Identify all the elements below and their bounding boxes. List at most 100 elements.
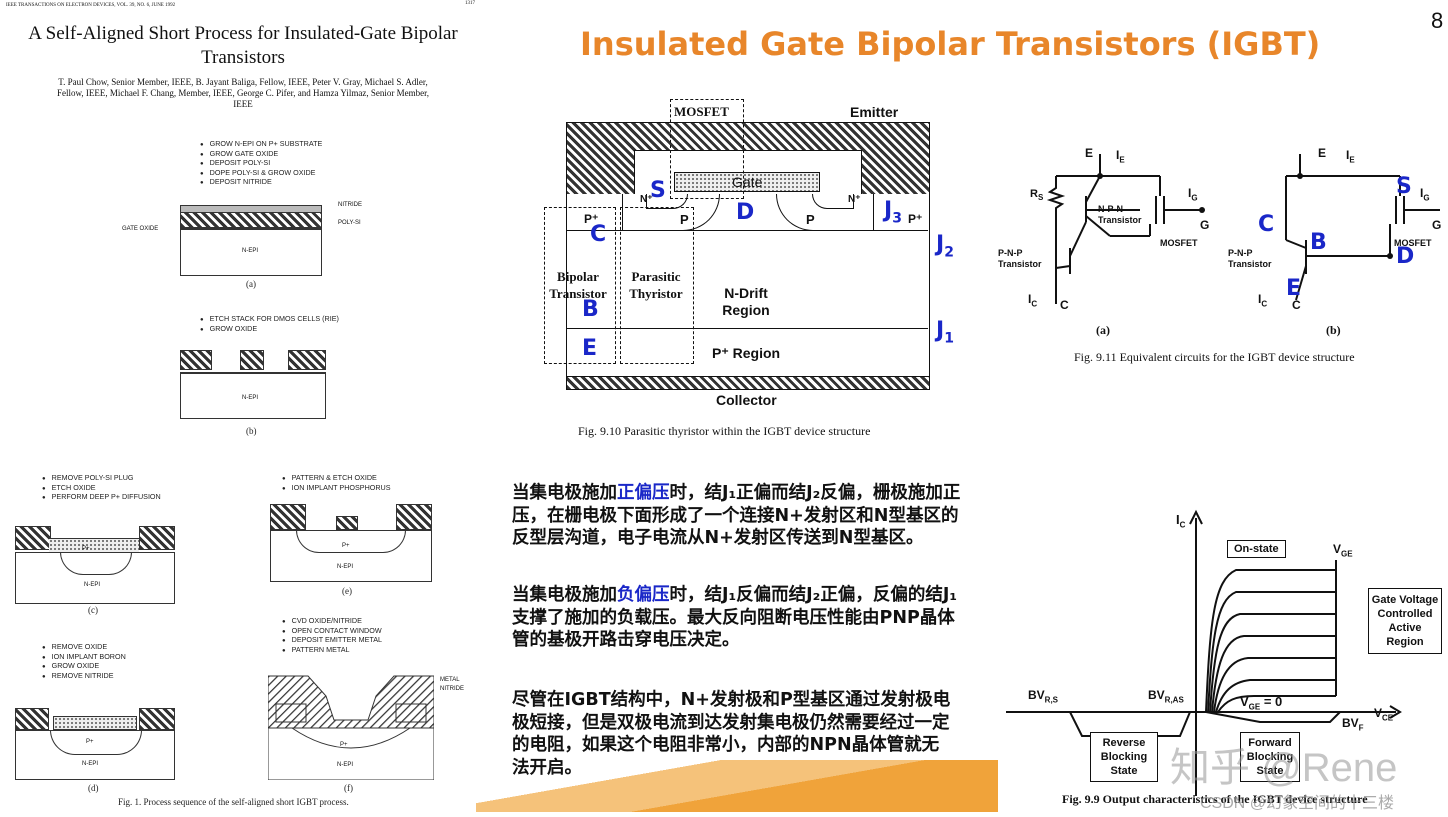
subcap-a: (a) [246, 279, 256, 289]
circuit-b-label: (b) [1326, 323, 1341, 337]
steps-e: PATTERN & ETCH OXIDEION IMPLANT PHOSPHOR… [282, 473, 391, 493]
subcap-f: (f) [344, 783, 353, 793]
watermark-zhihu: 知乎 @Rene [1170, 746, 1398, 790]
circuit-b-pnp: P-N-P Transistor [1228, 248, 1272, 269]
overlay-J1: J1 [936, 318, 954, 347]
label-nepi-e: N-EPI [337, 564, 354, 570]
gate-region-box: Gate Voltage Controlled Active Region [1368, 588, 1442, 654]
cross-section-c [15, 522, 175, 604]
bipolar-region-box [544, 207, 616, 364]
paper-title: A Self-Aligned Short Process for Insulat… [28, 23, 458, 68]
parasitic-label: Parasitic Thyristor [629, 269, 683, 301]
label-polysi: POLY-SI [338, 220, 361, 226]
description-p1: 当集电极施加正偏压时，结J₁正偏而结J₂反偏，栅极施加正压，在栅电极下面形成了一… [512, 483, 961, 548]
output-caption: Fig. 9.9 Output characteristics of the I… [1062, 792, 1368, 806]
collector-label: Collector [716, 392, 777, 408]
overlay-B: B [582, 297, 599, 322]
circuit-b-G: G [1432, 218, 1442, 232]
banner-decoration [476, 760, 998, 812]
p-left: P [680, 212, 689, 227]
circuit-a-G: G [1200, 218, 1210, 232]
pregion-label: P⁺ Region [712, 345, 781, 361]
journal-header: IEEE TRANSACTIONS ON ELECTRON DEVICES, V… [6, 3, 176, 8]
circuit-overlay-B: B [1310, 230, 1327, 255]
circuit-a-IE: IE [1116, 148, 1125, 165]
mosfet-region-box [670, 99, 744, 199]
overlay-D: D [736, 200, 755, 225]
paper-page-number: 1317 [465, 1, 475, 6]
label-nitride: NITRIDE [338, 202, 362, 208]
equivalent-circuits [1046, 154, 1440, 304]
overlay-S: S [650, 178, 666, 203]
cross-section-b [180, 350, 326, 419]
circuit-a-C: C [1060, 298, 1069, 312]
reverse-blocking-box: Reverse Blocking State [1090, 732, 1158, 782]
forward-blocking-box: Forward Blocking State [1240, 732, 1300, 782]
structure-caption: Fig. 9.10 Parasitic thyristor within the… [578, 424, 871, 438]
circuit-a-IC: IC [1028, 292, 1038, 309]
label-pplus-f: P+ [340, 742, 348, 748]
pplus-left: P⁺ [584, 212, 599, 226]
steps-d: REMOVE OXIDEION IMPLANT BORONGROW OXIDER… [42, 642, 126, 681]
nplus-left: N⁺ [640, 194, 653, 205]
circuit-a-E: E [1085, 146, 1094, 160]
overlay-J2: J2 [936, 232, 954, 261]
label-nepi-d: N-EPI [82, 761, 99, 767]
output-bvras-label: BVR,AS [1148, 688, 1184, 705]
circuit-a-pnp: P-N-P Transistor [998, 248, 1042, 269]
circuit-b-IE: IE [1346, 148, 1355, 165]
circuit-a-IG: IG [1188, 186, 1198, 203]
subcap-e: (e) [342, 586, 352, 596]
label-nitride-f: NITRIDE [440, 686, 464, 692]
output-ic-label: IC [1176, 512, 1186, 530]
circuit-b-IG: IG [1420, 186, 1430, 203]
circuit-b-E: E [1318, 146, 1327, 160]
emitter-label: Emitter [850, 104, 899, 120]
subcap-b: (b) [246, 426, 257, 436]
thyristor-region-box [620, 207, 694, 364]
p-right: P [806, 212, 815, 227]
circuit-b-mosfet: MOSFET [1394, 238, 1432, 248]
description-p3: 尽管在IGBT结构中，N+发射极和P型基区通过发射极电极短接，但是双极电流到达发… [512, 690, 951, 778]
steps-c: REMOVE POLY-SI PLUGETCH OXIDEPERFORM DEE… [42, 473, 161, 503]
output-characteristics [1006, 509, 1402, 796]
subcap-c: (c) [88, 605, 98, 615]
label-gate-oxide: GATE OXIDE [122, 226, 159, 232]
circuit-b-C: C [1292, 298, 1301, 312]
circuit-a-mosfet: MOSFET [1160, 238, 1198, 248]
bipolar-label: Bipolar Transistor [549, 269, 607, 301]
pplus-right: P⁺ [908, 212, 923, 226]
label-nepi-b: N-EPI [242, 395, 259, 401]
overlay-J3: J3 [884, 198, 902, 227]
label-pplus-d: P+ [86, 739, 94, 745]
paper-authors: T. Paul Chow, Senior Member, IEEE, B. Ja… [56, 77, 430, 109]
label-nepi-f: N-EPI [337, 762, 354, 768]
circuit-overlay-C: C [1258, 212, 1275, 237]
description-p2: 当集电极施加负偏压时，结J₁反偏而结J₂正偏，反偏的结J₁支撑了施加的负载压。最… [512, 585, 958, 650]
circuit-a-label: (a) [1096, 323, 1110, 337]
nplus-right: N⁺ [848, 194, 861, 205]
label-pplus-e: P+ [342, 543, 350, 549]
paper-figure-caption: Fig. 1. Process sequence of the self-ali… [118, 797, 349, 807]
output-bvrs-label: BVR,S [1028, 688, 1059, 705]
circuit-overlay-S: S [1396, 174, 1412, 199]
output-vge-label: VGE [1333, 542, 1353, 559]
cross-section-e [270, 502, 432, 582]
circuit-a-npn: N-P-N Transistor [1098, 204, 1142, 225]
output-vge0-label: VGE = 0 [1240, 694, 1283, 712]
cross-section-a [180, 205, 322, 276]
output-vce-label: VCE [1374, 706, 1394, 723]
overlay-E: E [582, 336, 598, 361]
slide-title: Insulated Gate Bipolar Transistors (IGBT… [580, 25, 1321, 63]
cross-section-d [15, 704, 175, 780]
steps-a: GROW N-EPI ON P+ SUBSTRATEGROW GATE OXID… [200, 139, 323, 188]
overlay-C: C [590, 222, 607, 247]
circuit-overlay-D: D [1396, 244, 1415, 269]
circuit-caption: Fig. 9.11 Equivalent circuits for the IG… [1074, 350, 1355, 364]
drift-label: N-Drift Region [722, 285, 770, 318]
onstate-box: On-state [1227, 540, 1286, 558]
subcap-d: (d) [88, 783, 99, 793]
gate-label: Gate [732, 174, 763, 190]
mosfet-label: MOSFET [674, 104, 729, 119]
igbt-structure-figure [566, 122, 930, 392]
